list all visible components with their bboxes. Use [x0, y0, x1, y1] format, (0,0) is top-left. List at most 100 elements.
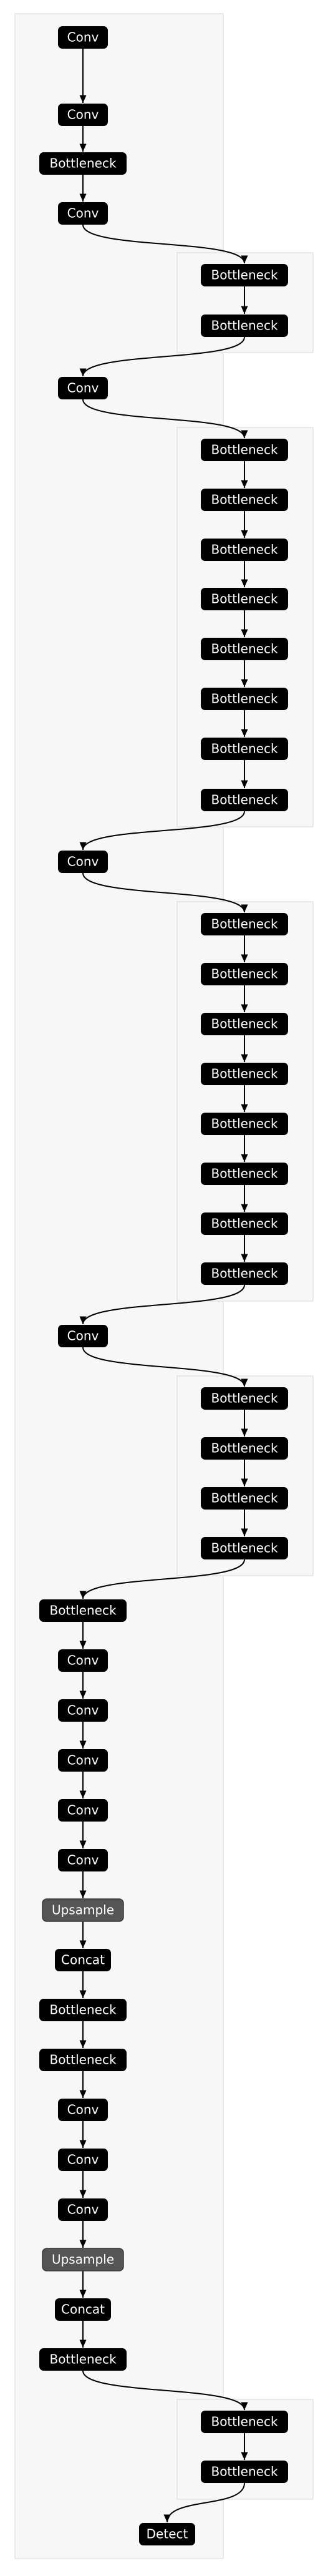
edge-5-to-6 [79, 336, 245, 377]
node-label: Bottleneck [49, 2003, 116, 2017]
node-label: Bottleneck [211, 1017, 277, 1032]
node-bottleneck: Bottleneck [201, 789, 288, 811]
node-box [201, 1063, 288, 1085]
node-label: Bottleneck [49, 156, 116, 171]
node-label: Conv [67, 381, 99, 396]
node-bottleneck: Bottleneck [39, 152, 127, 175]
node-bottleneck: Bottleneck [201, 2411, 288, 2433]
node-box [201, 1013, 288, 1035]
node-box [201, 315, 288, 337]
node-box [201, 913, 288, 935]
node-conv: Conv [58, 1749, 108, 1772]
node-bottleneck: Bottleneck [39, 1999, 127, 2021]
edge-28-to-29 [79, 1559, 245, 1599]
node-label: Bottleneck [211, 1441, 277, 1456]
node-box [139, 2523, 195, 2545]
node-box [58, 377, 108, 399]
edge-3-to-4 [82, 224, 248, 264]
node-box [39, 152, 127, 175]
node-label: Bottleneck [211, 268, 277, 283]
node-label: Detect [147, 2527, 188, 2542]
node-bottleneck: Bottleneck [39, 1599, 127, 1622]
node-conv: Conv [58, 1649, 108, 1672]
node-box [58, 104, 108, 126]
node-label: Bottleneck [211, 1391, 277, 1406]
node-bottleneck: Bottleneck [201, 1163, 288, 1185]
node-box [42, 2248, 124, 2271]
node-label: Bottleneck [49, 2052, 116, 2067]
node-label: Bottleneck [211, 1066, 277, 1081]
node-bottleneck: Bottleneck [39, 2348, 127, 2371]
node-label: Conv [67, 206, 99, 221]
node-box [39, 1599, 127, 1622]
node-box [55, 1949, 111, 1971]
node-box [201, 963, 288, 985]
node-label: Bottleneck [211, 442, 277, 457]
node-box [58, 2198, 108, 2221]
node-conv: Conv [58, 2198, 108, 2221]
node-bottleneck: Bottleneck [201, 1487, 288, 1510]
node-box [58, 2099, 108, 2121]
node-conv: Conv [58, 26, 108, 49]
node-upsample: Upsample [42, 1898, 124, 1922]
node-box [201, 439, 288, 461]
node-label: Bottleneck [211, 2464, 277, 2479]
node-bottleneck: Bottleneck [201, 264, 288, 286]
node-concat: Concat [55, 2298, 111, 2321]
node-conv: Conv [58, 1325, 108, 1347]
node-box [39, 2049, 127, 2071]
node-label: Bottleneck [49, 2352, 116, 2367]
edge-14-to-15 [79, 811, 245, 851]
node-label: Upsample [52, 1903, 114, 1918]
node-bottleneck: Bottleneck [201, 1063, 288, 1085]
node-label: Conv [67, 2202, 99, 2217]
node-bottleneck: Bottleneck [201, 963, 288, 985]
node-label: Bottleneck [211, 318, 277, 333]
edge-23-to-24 [79, 1284, 245, 1325]
node-conv: Conv [58, 104, 108, 126]
node-box [58, 851, 108, 873]
node-box [58, 1325, 108, 1347]
node-label: Conv [67, 1703, 99, 1718]
node-box [58, 1749, 108, 1772]
node-label: Conv [67, 1803, 99, 1818]
node-box [201, 1163, 288, 1185]
node-label: Conv [67, 1653, 99, 1668]
node-box [201, 1212, 288, 1235]
node-box [42, 1898, 124, 1922]
node-bottleneck: Bottleneck [201, 588, 288, 610]
node-conv: Conv [58, 1849, 108, 1871]
node-box [58, 1649, 108, 1672]
node-label: Bottleneck [211, 492, 277, 507]
node-box [39, 2348, 127, 2371]
node-bottleneck: Bottleneck [201, 1437, 288, 1460]
node-conv: Conv [58, 1799, 108, 1822]
node-box [58, 202, 108, 225]
node-box [201, 2411, 288, 2433]
node-label: Bottleneck [211, 1166, 277, 1181]
edge-44-to-45 [82, 2370, 248, 2411]
node-label: Bottleneck [211, 592, 277, 607]
node-label: Bottleneck [211, 967, 277, 982]
node-label: Bottleneck [211, 741, 277, 756]
node-bottleneck: Bottleneck [201, 1387, 288, 1410]
edge-15-to-16 [82, 872, 248, 913]
node-label: Bottleneck [211, 1116, 277, 1131]
node-conv: Conv [58, 851, 108, 873]
node-conv: Conv [58, 2099, 108, 2121]
node-label: Bottleneck [211, 2414, 277, 2429]
node-label: Bottleneck [211, 542, 277, 557]
edge-6-to-7 [82, 399, 248, 439]
node-conv: Conv [58, 1699, 108, 1722]
node-label: Bottleneck [211, 1216, 277, 1231]
node-box [201, 264, 288, 286]
node-label: Conv [67, 854, 99, 869]
node-bottleneck: Bottleneck [201, 1013, 288, 1035]
node-box [201, 638, 288, 660]
node-label: Bottleneck [211, 1541, 277, 1556]
node-bottleneck: Bottleneck [201, 688, 288, 710]
node-label: Conv [67, 1853, 99, 1868]
node-bottleneck: Bottleneck [201, 489, 288, 511]
node-bottleneck: Bottleneck [201, 1262, 288, 1285]
